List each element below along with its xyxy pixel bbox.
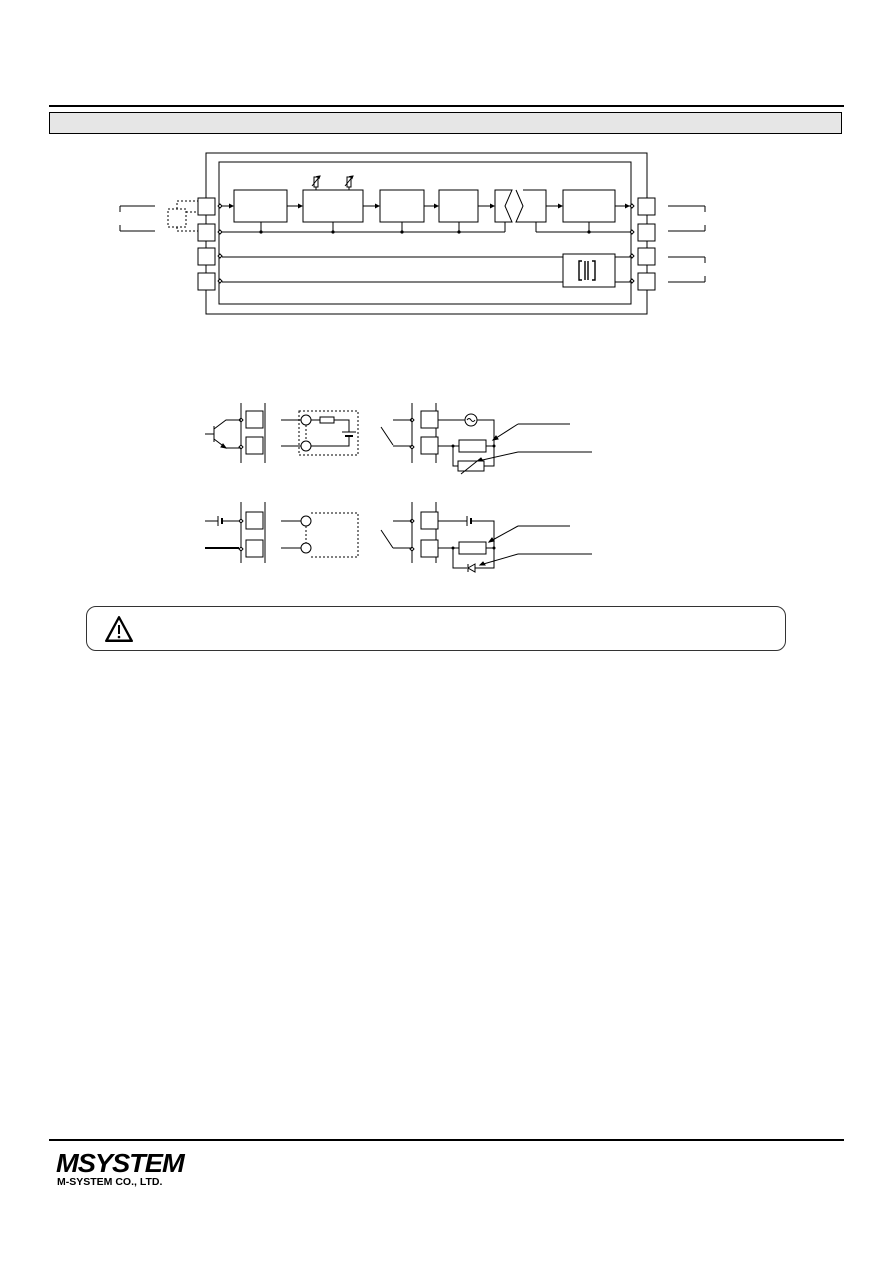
voltage-pulse-example <box>281 410 359 456</box>
footer-rule <box>49 1139 844 1141</box>
example-terminal <box>420 436 439 455</box>
resistor-icon <box>319 416 335 424</box>
switch-contact-icon <box>380 419 412 447</box>
function-block-2 <box>302 189 364 223</box>
diode-icon <box>466 563 476 573</box>
load-resistor-icon <box>458 541 487 555</box>
function-block-1 <box>233 189 288 223</box>
battery-icon <box>466 516 472 526</box>
two-wire-sensor-example <box>281 512 359 558</box>
isolation-block-left <box>494 189 513 223</box>
npn-transistor-icon <box>205 419 241 449</box>
output-terminal-2 <box>637 223 656 242</box>
dc-voltage-example <box>205 502 266 563</box>
adjust-trimmer-icon <box>344 175 354 190</box>
input-terminal-4 <box>197 272 216 291</box>
switch-contact-icon <box>380 520 412 549</box>
example-terminal <box>245 436 264 455</box>
load-resistor-icon <box>458 439 487 453</box>
battery-icon <box>205 516 239 526</box>
input-terminal-3 <box>197 247 216 266</box>
example-terminal <box>420 511 439 530</box>
module-outline <box>205 152 648 315</box>
battery-icon <box>342 431 356 437</box>
company-logo: MSYSTEM M-SYSTEM CO., LTD. <box>56 1150 185 1188</box>
function-block-3 <box>379 189 425 223</box>
jumper-dashed-box <box>167 208 187 228</box>
input-terminal-2 <box>197 223 216 242</box>
open-collector-example <box>205 403 266 463</box>
adjust-trimmer-icon <box>311 175 321 190</box>
function-block-4 <box>438 189 479 223</box>
warning-triangle-icon <box>105 616 133 642</box>
output-terminal-1 <box>637 197 656 216</box>
section-heading-bar <box>49 112 842 134</box>
connection-examples <box>205 403 592 573</box>
block-diagram <box>119 152 706 315</box>
caution-box <box>86 606 786 651</box>
input-terminal-1 <box>197 197 216 216</box>
example-terminal <box>245 539 264 558</box>
function-block-output <box>562 189 616 223</box>
transformer-icon <box>578 260 596 281</box>
example-terminal <box>245 511 264 530</box>
example-terminal <box>420 539 439 558</box>
isolation-block-right <box>515 189 547 223</box>
dc-sensor-example <box>380 502 592 573</box>
output-terminal-4 <box>637 272 656 291</box>
example-terminal <box>420 410 439 429</box>
output-terminal-3 <box>637 247 656 266</box>
logo-wordmark: MSYSTEM <box>56 1148 185 1178</box>
header-rule <box>49 105 844 107</box>
ac-sensor-example <box>380 403 592 475</box>
example-terminal <box>245 410 264 429</box>
company-name: M-SYSTEM CO., LTD. <box>57 1176 163 1188</box>
